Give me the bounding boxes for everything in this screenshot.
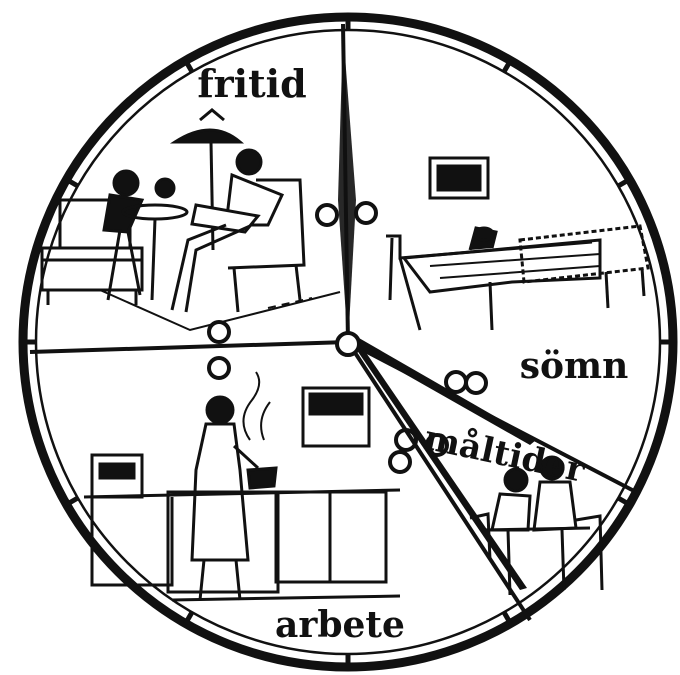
- sleep-scene-illustration: [386, 158, 648, 330]
- clock-hands: [209, 30, 536, 590]
- label-fritid: fritid: [197, 61, 306, 106]
- label-somn: sömn: [520, 345, 629, 387]
- label-arbete: arbete: [275, 604, 405, 646]
